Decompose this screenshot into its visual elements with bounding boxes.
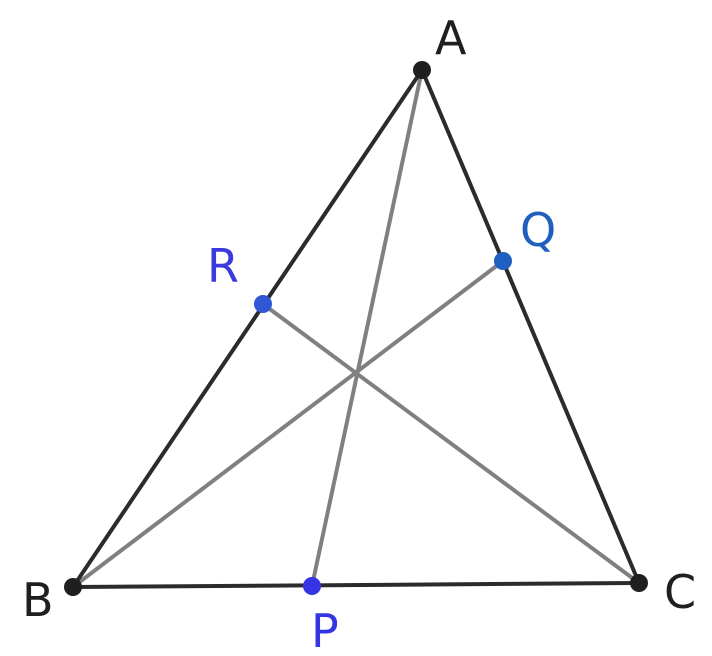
point-p <box>303 577 321 595</box>
edge-ab <box>71 68 424 589</box>
cevian-b-to-q <box>71 259 505 589</box>
cevian-a-to-p <box>310 68 424 588</box>
edge-bc <box>71 581 641 589</box>
vertex-a-point <box>413 61 431 79</box>
label-b: B <box>22 573 54 627</box>
cevian-c-to-r <box>261 302 641 585</box>
label-r: R <box>207 239 239 293</box>
label-q: Q <box>520 203 556 257</box>
point-q <box>494 252 512 270</box>
edge-ac <box>420 68 641 585</box>
vertex-b-point <box>64 578 82 596</box>
label-a: A <box>435 11 467 65</box>
point-r <box>254 295 272 313</box>
label-c: C <box>664 565 696 619</box>
label-p: P <box>311 604 339 656</box>
vertex-c-point <box>630 574 648 592</box>
